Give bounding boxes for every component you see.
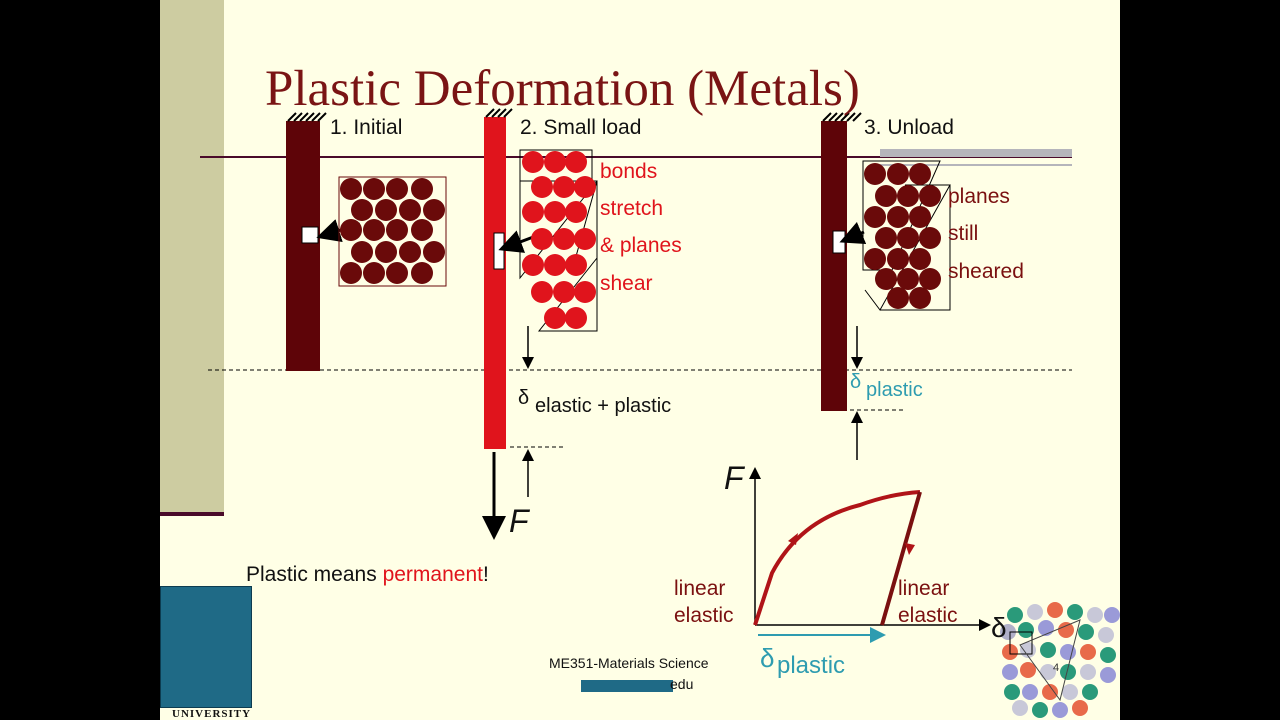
delta-plastic-label: plastic	[866, 379, 923, 401]
side-rule	[160, 512, 224, 516]
note-planes: planes	[948, 185, 1010, 208]
diagram-graphics	[200, 108, 1120, 718]
note-stretch: stretch	[600, 197, 664, 220]
plastic-means-prefix: Plastic means	[246, 563, 383, 586]
delta-plastic-symbol: δ	[850, 371, 862, 393]
university-logo	[160, 586, 252, 708]
side-band	[160, 0, 224, 514]
slide-title: Plastic Deformation (Metals)	[265, 61, 860, 117]
crystal-lattice-image	[1000, 602, 1120, 718]
graph-delta-plastic-text: plastic	[777, 652, 846, 679]
plastic-means-text: Plastic means permanent!	[246, 564, 489, 585]
graph-x-label: δ	[991, 612, 1007, 643]
note-and-planes: & planes	[600, 234, 682, 257]
graph-left-label-line2: elastic	[674, 604, 734, 627]
note-shear: shear	[600, 272, 653, 295]
bar-unload	[821, 112, 867, 411]
graph-unloading-line	[880, 491, 922, 626]
step-initial-label: 1. Initial	[330, 116, 403, 139]
atoms-small-load	[519, 149, 598, 332]
force-displacement-graph	[749, 467, 991, 643]
delta-symbol: δ	[518, 387, 530, 409]
atoms-unload	[862, 160, 951, 311]
footer-email-fragment: edu	[670, 676, 694, 692]
graph-delta-plastic-symbol: δ	[760, 643, 775, 673]
step-unload-label: 3. Unload	[864, 116, 954, 139]
delta-elastic-plastic-label: elastic + plastic	[535, 395, 672, 417]
slide: Plastic Deformation (Metals) 1. Initial …	[160, 0, 1120, 720]
atoms-initial	[338, 176, 447, 287]
graph-right-label-line1: linear	[898, 577, 950, 600]
note-sheared: sheared	[948, 260, 1024, 283]
page-number: 4	[1053, 662, 1060, 674]
support-gray-band	[880, 149, 1072, 157]
plastic-means-highlight: permanent	[382, 563, 483, 586]
footer-course: ME351-Materials Science	[549, 655, 709, 671]
step-small-load-label: 2. Small load	[520, 116, 642, 139]
note-bonds: bonds	[600, 160, 658, 183]
plastic-means-suffix: !	[482, 563, 489, 586]
university-logo-text: UNIVERSITY	[172, 708, 252, 720]
bar-initial	[286, 112, 361, 371]
bar-small-load	[482, 108, 537, 540]
graph-y-label: F	[724, 460, 744, 496]
force-label: F	[509, 503, 529, 539]
graph-left-label-line1: linear	[674, 577, 726, 600]
footer-redaction-bar	[581, 680, 673, 692]
note-still: still	[948, 222, 979, 245]
graph-right-label-line2: elastic	[898, 604, 958, 627]
graph-loading-curve	[753, 490, 921, 626]
